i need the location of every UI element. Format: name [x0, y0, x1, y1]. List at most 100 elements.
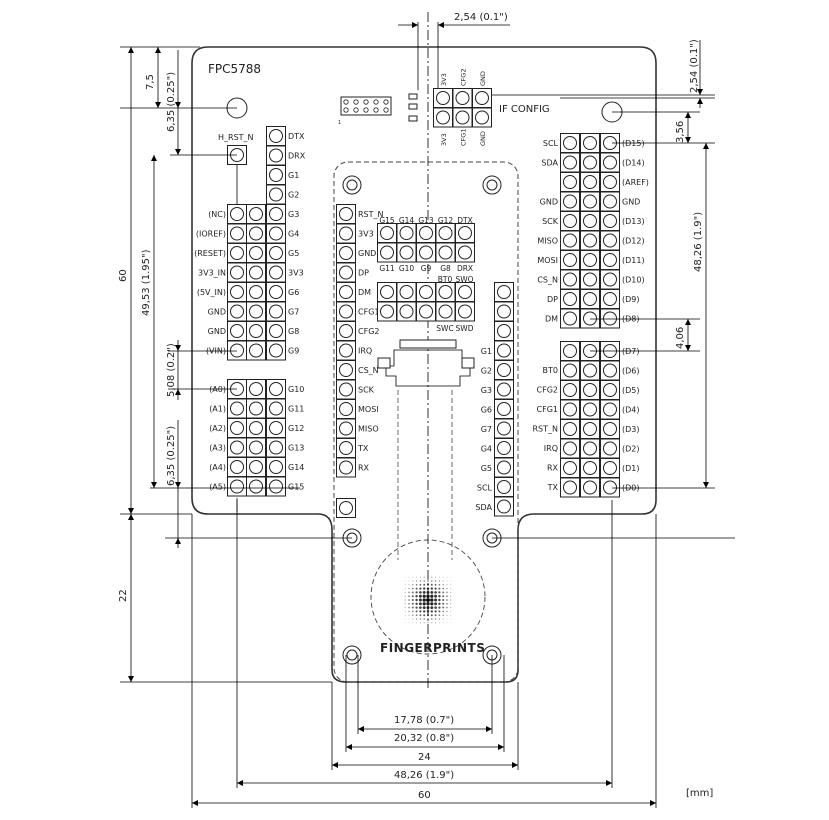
pin-hole [339, 460, 353, 475]
pin-label: SDA [475, 503, 492, 512]
pin-label: (D4) [622, 406, 640, 415]
pin-label: G7 [481, 425, 492, 434]
pin-hole [603, 194, 617, 209]
pin-hole [380, 245, 394, 260]
if-config-label-bottom: 3V3 [440, 133, 448, 146]
pin-hole [230, 479, 244, 494]
pin-hole [380, 304, 394, 319]
pin-hole [497, 324, 511, 338]
pin-label: SWC [436, 324, 453, 333]
pin-hole [339, 382, 353, 397]
pin-hole [497, 480, 511, 494]
pin-label: G1 [288, 171, 299, 180]
pin-label: (D3) [622, 425, 640, 434]
pin-label: G14 [288, 463, 304, 472]
pin-label: G12 [288, 424, 304, 433]
pin-hole [339, 304, 353, 319]
pin-label: TX [357, 444, 369, 453]
pin-hole [563, 272, 577, 287]
pin-hole [455, 91, 470, 105]
pin-hole [583, 292, 597, 306]
pin-label: GND [622, 198, 640, 207]
pin-hole [603, 272, 617, 287]
pin-label: DP [358, 269, 369, 278]
dim-left-60: 60 [118, 269, 129, 282]
dim-top-pitch: 2,54 (0.1") [454, 12, 508, 23]
pin-label: G15 [288, 483, 304, 492]
pin-hole [583, 441, 597, 456]
pin-label: G10 [399, 264, 415, 273]
pin-hole [583, 363, 597, 378]
brand-label: FINGERPRINTS [380, 641, 485, 655]
pin-label: SWD [456, 324, 474, 333]
pin-hole [603, 402, 617, 417]
pin-label: SCL [543, 139, 559, 148]
pin-label: (D15) [622, 139, 645, 148]
pin-label: DTX [457, 216, 473, 225]
pin-hole [475, 91, 489, 105]
pin-label: (IOREF) [196, 230, 226, 239]
pin-label: RX [358, 464, 370, 473]
pin-label: G9 [421, 264, 432, 273]
pin-label: DP [547, 295, 558, 304]
pin-hole [458, 285, 472, 299]
pin-label: (A3) [209, 444, 226, 453]
pin-hole [603, 422, 617, 436]
pin-label: (D9) [622, 295, 640, 304]
pin-hole [230, 343, 244, 358]
pin-hole [269, 382, 283, 396]
pin-label: G8 [288, 327, 299, 336]
pin-label: DRX [457, 264, 473, 273]
pin-hole [497, 304, 511, 319]
pin-hole [249, 421, 263, 435]
pin-hole [583, 253, 597, 267]
pin-label: (D14) [622, 159, 645, 168]
pin-hole [603, 155, 617, 170]
pin-hole [230, 246, 244, 260]
pin-hole [269, 129, 283, 143]
pin-hole [339, 343, 353, 358]
pin-hole [269, 187, 283, 202]
pin-label: (D10) [622, 276, 645, 285]
pin-label: G6 [481, 406, 492, 415]
pin-label: G15 [379, 216, 395, 225]
pin-hole [269, 304, 283, 319]
board-title: FPC5788 [208, 62, 261, 76]
pin-hole [269, 460, 283, 474]
if-config-label-top: GND [479, 71, 487, 86]
pin-hole [563, 311, 577, 326]
pin-label: SDA [541, 159, 558, 168]
pin-hole [475, 110, 489, 125]
pin-hole [339, 324, 353, 338]
dim-bottom-24: 24 [418, 752, 431, 763]
pin-label: SCK [542, 217, 559, 226]
dim-bottom-1778: 17,78 (0.7") [394, 715, 454, 726]
pin-label: G11 [379, 264, 395, 273]
pin-label: IRQ [544, 444, 558, 453]
pin-label: DM [358, 288, 371, 297]
dim-left-4953: 49,53 (1.95") [141, 249, 152, 316]
pin-label: RST_N [532, 425, 558, 434]
pin-hole [438, 285, 453, 299]
pin-hole [563, 214, 577, 228]
pin-label: G2 [481, 367, 492, 376]
pin-label: (5V_IN) [197, 288, 226, 297]
pin-hole [563, 175, 577, 189]
pin-hole [497, 285, 511, 299]
pin-hole [269, 421, 283, 435]
pin-label: (A1) [209, 405, 226, 414]
pin-hole [458, 245, 472, 260]
pin-label: DM [545, 315, 558, 324]
pin-label: G4 [288, 230, 299, 239]
pin-hole [438, 226, 453, 240]
pin-hole [339, 363, 353, 377]
pin-label: G8 [440, 264, 451, 273]
pin-hole [419, 226, 433, 240]
pin-hole [563, 155, 577, 170]
pin-label: (D11) [622, 256, 645, 265]
pin-label: 3V3 [358, 230, 374, 239]
dim-left-75: 7,5 [145, 74, 156, 90]
pin-hole [436, 110, 450, 125]
pin-headers: DTXDRXG1G2G3G4G53V3G6G7G8G9(NC)(IOREF)(R… [194, 126, 649, 518]
